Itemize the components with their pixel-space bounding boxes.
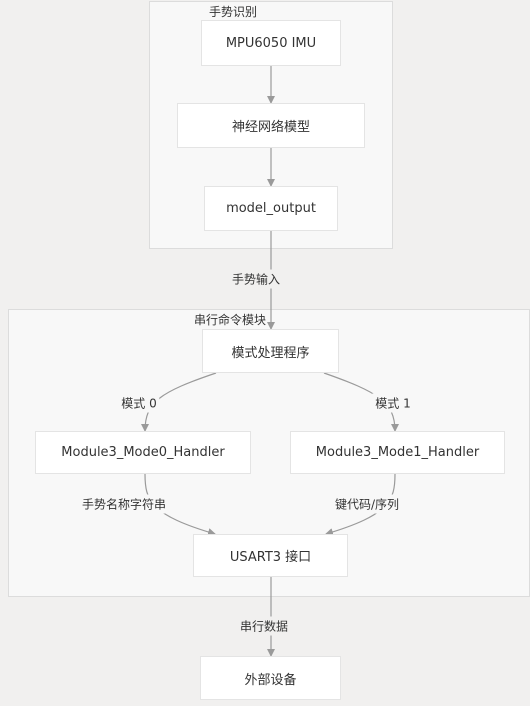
edge-label-gesture-input: 手势输入	[228, 269, 284, 289]
usart3-interface-node: USART3 接口	[193, 534, 348, 577]
edge-label-mode0: 模式 0	[118, 393, 160, 413]
mpu6050-imu-node: MPU6050 IMU	[201, 20, 341, 66]
external-device-node: 外部设备	[200, 656, 341, 700]
mode1-handler-node: Module3_Mode1_Handler	[290, 431, 505, 474]
edge-label-serial-data: 串行数据	[236, 616, 292, 636]
model-output-node: model_output	[204, 186, 338, 231]
edge-label-gesture-name-string: 手势名称字符串	[78, 494, 170, 514]
mode0-handler-node: Module3_Mode0_Handler	[35, 431, 251, 474]
gesture-recognition-cluster-title: 手势识别	[209, 5, 258, 19]
neural-network-model-node: 神经网络模型	[177, 103, 365, 148]
edge-label-mode1: 模式 1	[372, 393, 414, 413]
edge-label-keycode-sequence: 键代码/序列	[331, 494, 403, 514]
mode-handler-node: 模式处理程序	[202, 329, 339, 373]
serial-command-cluster-title: 串行命令模块	[194, 313, 267, 327]
